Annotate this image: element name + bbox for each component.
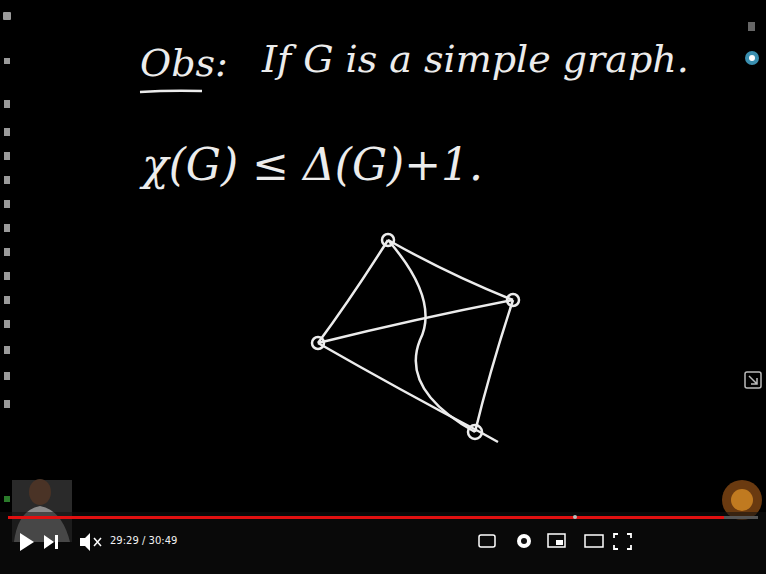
miniplayer-icon [548,534,565,547]
settings-icon [745,51,759,65]
settings-icon-core [749,55,755,61]
next-icon [44,535,58,549]
note-heading: Obs: [140,44,228,82]
tool-sidebar [3,12,11,502]
gear-icon [517,534,531,548]
progress-played [8,516,724,519]
time-display: 29:29 / 30:49 [110,536,177,546]
miniplayer-inner [556,540,563,545]
gear-hole [521,538,527,544]
underline [140,91,202,92]
fullscreen-icon [614,534,631,549]
play-icon [20,533,34,551]
theater-icon [585,535,603,547]
expand-arrow [749,376,757,384]
presenter-head [29,479,51,505]
graph-drawing [312,234,519,442]
chapter-mark [573,515,577,519]
mute-icon [80,533,90,551]
mute-cross [94,538,101,546]
page-icon [748,22,755,31]
expand-icon [745,372,761,388]
note-text: If G is a simple graph. [262,40,689,78]
progress-track [8,516,758,519]
cc-icon [479,535,495,547]
logo-core [731,489,753,511]
player-shade [0,512,766,574]
formula: χ(G) ≤ Δ(G)+1. [142,143,483,187]
